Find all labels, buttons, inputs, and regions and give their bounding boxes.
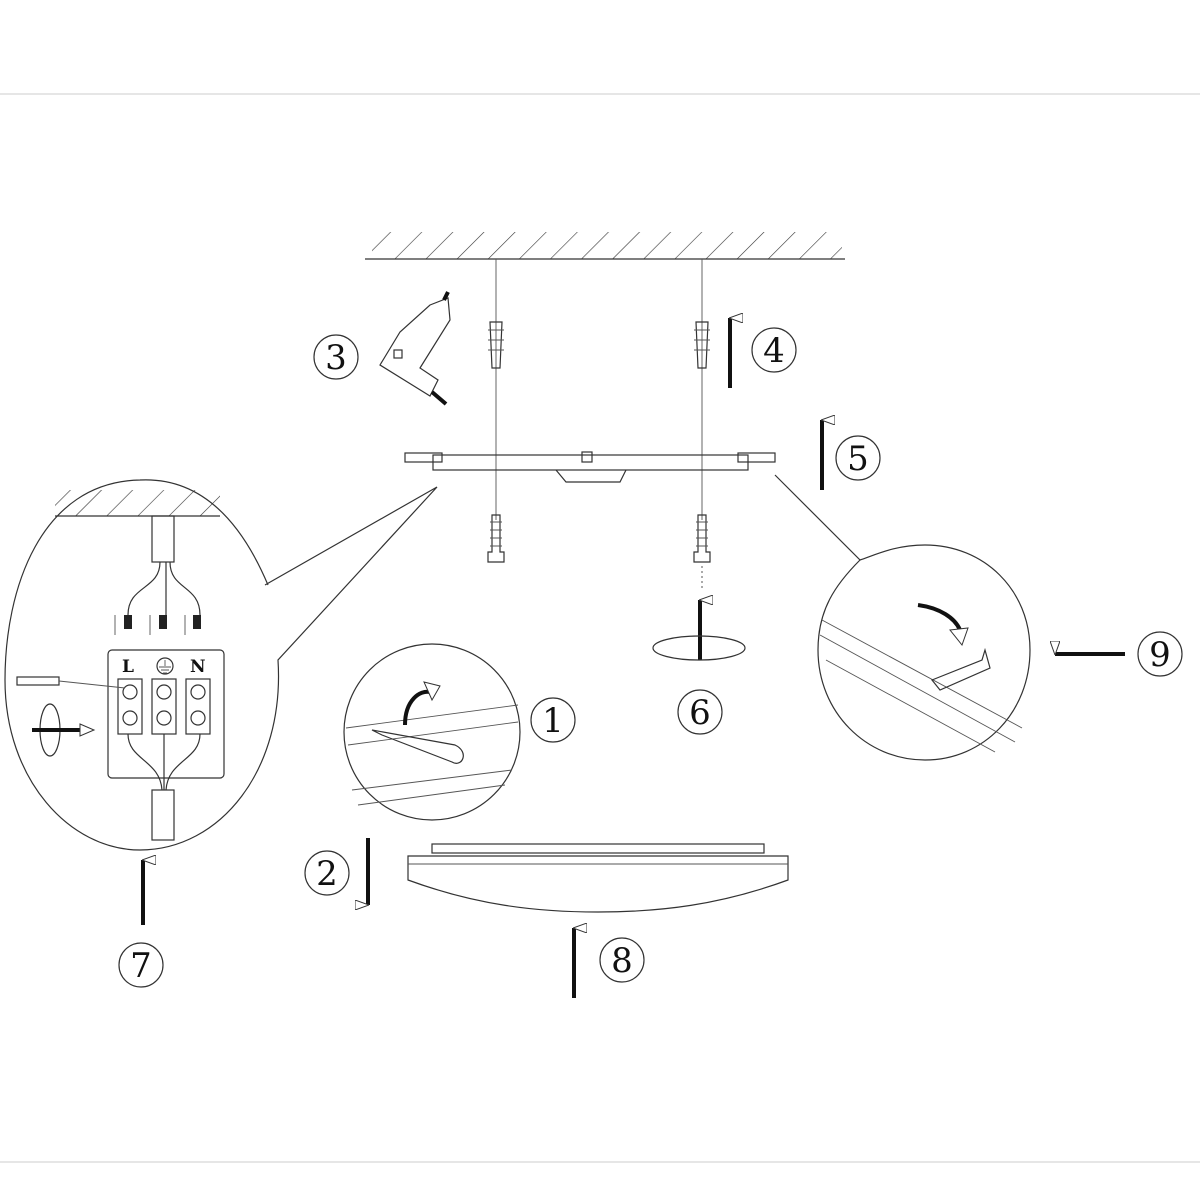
terminal-label-live: L [122, 657, 134, 677]
step-6-label: 6 [677, 689, 723, 735]
step-2-label: 2 [304, 850, 350, 896]
step-number: 3 [325, 338, 347, 378]
screwdriver-icon [16, 676, 126, 689]
terminal-label-neutral: N [190, 657, 206, 677]
ground-symbol-icon [156, 657, 174, 675]
screw-icon [487, 514, 711, 590]
step-4-label: 4 [751, 327, 797, 373]
step-1-label: 1 [530, 697, 576, 743]
step-number: 2 [316, 854, 338, 894]
step-number: 7 [130, 946, 152, 986]
step-number: 6 [689, 693, 711, 733]
wiring-detail-callout: L N [4, 479, 438, 851]
step-8-label: 8 [599, 937, 645, 983]
wall-plug-icon [488, 321, 710, 369]
latch-detail-callout [774, 474, 1031, 761]
lamp-fixture [407, 843, 789, 913]
step-number: 4 [763, 331, 785, 371]
step-5-label: 5 [835, 435, 881, 481]
ceiling-hatch-icon [365, 232, 845, 260]
step-number: 1 [542, 701, 564, 741]
step-number: 8 [611, 941, 633, 981]
step-7-label: 7 [118, 942, 164, 988]
clip-detail-callout [343, 643, 521, 821]
mounting-plate [404, 451, 776, 483]
drill-icon [379, 291, 451, 406]
rotate-arrow-icon [652, 635, 746, 661]
step-number: 9 [1149, 635, 1171, 675]
step-9-label: 9 [1137, 631, 1183, 677]
step-3-label: 3 [313, 334, 359, 380]
step-number: 5 [847, 439, 869, 479]
